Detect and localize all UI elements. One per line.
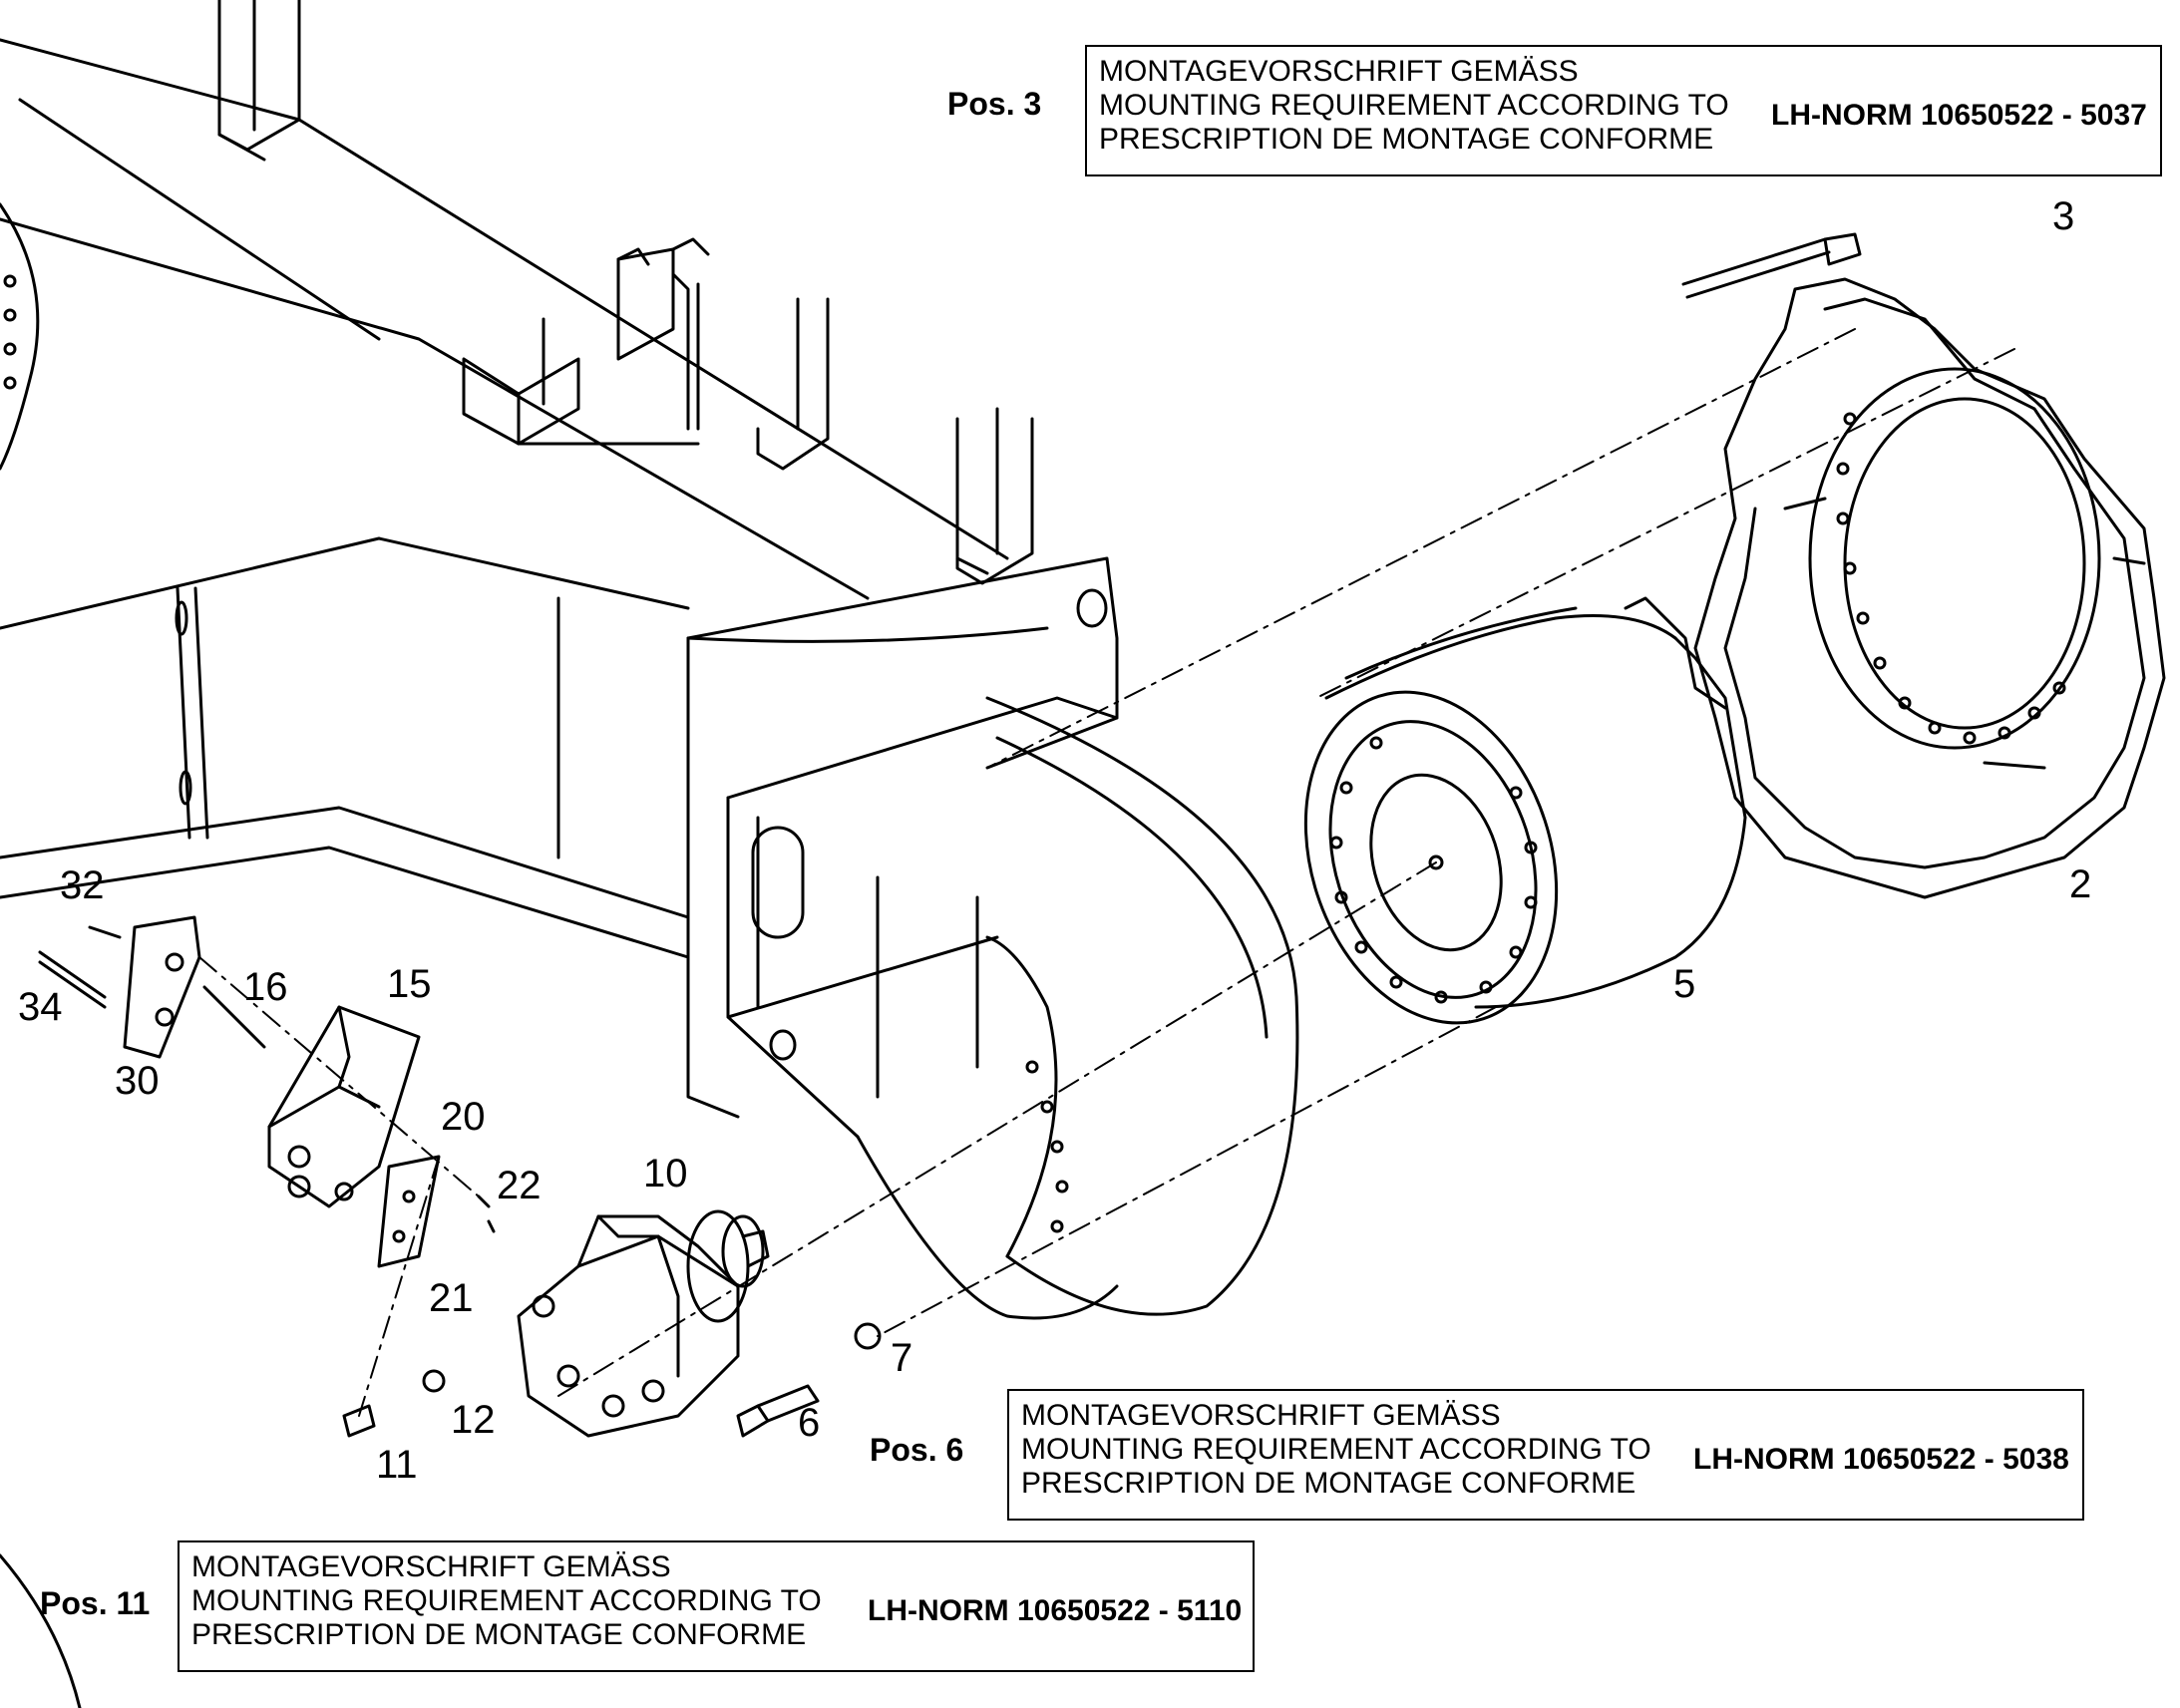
pos-3-label: Pos. 3 bbox=[947, 86, 1042, 122]
callout-11: 11 bbox=[376, 1443, 418, 1487]
callout-32: 32 bbox=[60, 863, 105, 907]
sprocket bbox=[1693, 277, 2166, 899]
lower-arc bbox=[0, 1553, 82, 1708]
note-line-de: MONTAGEVORSCHRIFT GEMÄSS bbox=[1021, 1399, 1501, 1432]
travel-gear bbox=[1303, 596, 1747, 1025]
callout-21: 21 bbox=[429, 1276, 474, 1320]
norm-reference: LH-NORM 10650522 - 5037 bbox=[1771, 99, 2147, 132]
note-line-fr: PRESCRIPTION DE MONTAGE CONFORME bbox=[1099, 123, 1714, 156]
note-line-en: MOUNTING REQUIREMENT ACCORDING TO bbox=[1021, 1433, 1651, 1466]
callout-22: 22 bbox=[497, 1164, 542, 1207]
bolt-3 bbox=[1681, 232, 1862, 299]
callout-34: 34 bbox=[18, 985, 63, 1029]
axle-frame bbox=[0, 0, 1299, 1320]
note-line-fr: PRESCRIPTION DE MONTAGE CONFORME bbox=[191, 1618, 807, 1651]
note-text: MONTAGEVORSCHRIFT GEMÄSS MOUNTING REQUIR… bbox=[191, 1550, 822, 1652]
pos-6-label: Pos. 6 bbox=[870, 1432, 964, 1468]
callout-7: 7 bbox=[891, 1336, 913, 1380]
note-line-de: MONTAGEVORSCHRIFT GEMÄSS bbox=[1099, 55, 1579, 88]
note-line-en: MOUNTING REQUIREMENT ACCORDING TO bbox=[1099, 89, 1729, 122]
mounting-note-pos-3: MONTAGEVORSCHRIFT GEMÄSS MOUNTING REQUIR… bbox=[1085, 45, 2162, 176]
callout-12: 12 bbox=[451, 1398, 496, 1442]
pos-11-label: Pos. 11 bbox=[40, 1585, 151, 1621]
note-line-fr: PRESCRIPTION DE MONTAGE CONFORME bbox=[1021, 1467, 1636, 1500]
note-line-de: MONTAGEVORSCHRIFT GEMÄSS bbox=[191, 1550, 671, 1583]
center-lines bbox=[198, 328, 2015, 1417]
callout-20: 20 bbox=[441, 1095, 486, 1139]
callout-5: 5 bbox=[1673, 962, 1696, 1006]
mounting-note-pos-6: MONTAGEVORSCHRIFT GEMÄSS MOUNTING REQUIR… bbox=[1007, 1389, 2084, 1521]
norm-reference: LH-NORM 10650522 - 5038 bbox=[1693, 1443, 2069, 1476]
callout-30: 30 bbox=[115, 1059, 160, 1103]
callout-6: 6 bbox=[798, 1401, 821, 1445]
note-text: MONTAGEVORSCHRIFT GEMÄSS MOUNTING REQUIR… bbox=[1021, 1399, 1651, 1501]
note-line-en: MOUNTING REQUIREMENT ACCORDING TO bbox=[191, 1584, 822, 1617]
callout-15: 15 bbox=[387, 962, 432, 1006]
hydraulic-motor bbox=[517, 1209, 770, 1438]
valve-block bbox=[38, 915, 496, 1268]
callout-2: 2 bbox=[2069, 862, 2092, 906]
mounting-note-pos-11: MONTAGEVORSCHRIFT GEMÄSS MOUNTING REQUIR… bbox=[178, 1540, 1255, 1672]
callout-3: 3 bbox=[2052, 194, 2075, 238]
note-text: MONTAGEVORSCHRIFT GEMÄSS MOUNTING REQUIR… bbox=[1099, 55, 1729, 157]
norm-reference: LH-NORM 10650522 - 5110 bbox=[868, 1594, 1243, 1627]
callout-10: 10 bbox=[643, 1152, 688, 1196]
callout-16: 16 bbox=[243, 965, 288, 1009]
